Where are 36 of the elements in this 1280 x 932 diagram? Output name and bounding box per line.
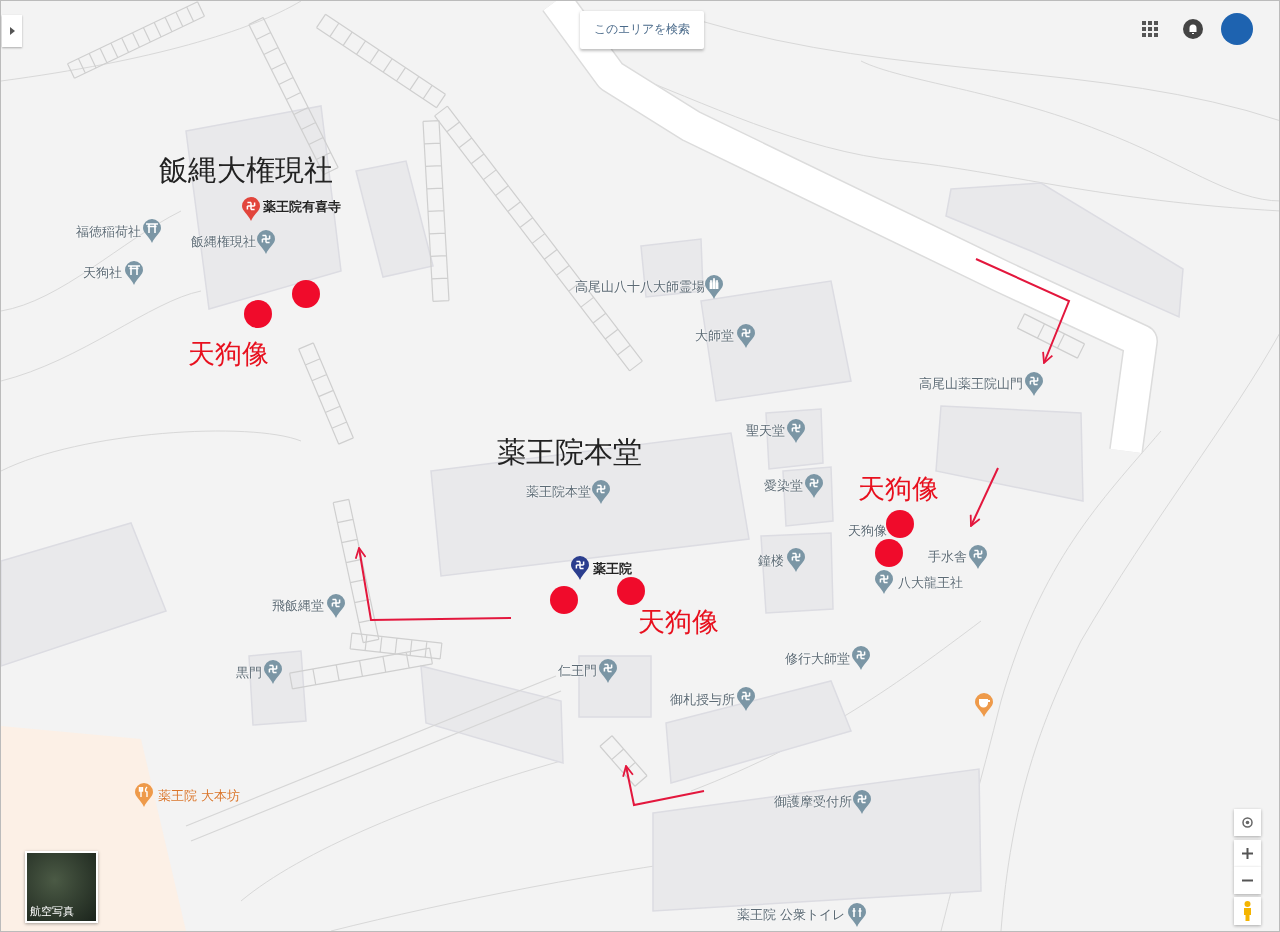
place-label: 愛染堂 [764,478,803,494]
statue-annotation: 天狗像 [188,338,269,370]
marker-dot [886,510,914,538]
place-label: 薬王院 大本坊 [158,788,240,804]
place-label: 薬王院有喜寺 [263,199,341,215]
map-type-label: 航空写真 [30,904,74,918]
place-label: 飯縄権現社 [191,234,256,250]
place-label: 薬王院 [593,561,632,577]
place-label: 薬王院 公衆トイレ [737,907,845,923]
place-label: 聖天堂 [746,423,785,439]
place-label: 大師堂 [695,328,734,344]
search-area-button: このエリアを検索 [580,11,704,49]
place-label: 手水舎 [928,549,967,565]
place-label: 仁王門 [558,663,597,679]
marker-dot [244,300,272,328]
place-label: 御護摩受付所 [774,794,852,810]
place-label: 八大龍王社 [898,575,963,591]
place-label: 御札授与所 [670,692,735,708]
marker-dot [617,577,645,605]
place-label: 薬王院本堂 [526,484,591,500]
statue-annotation: 天狗像 [638,606,719,638]
marker-dot [292,280,320,308]
statue-annotation: 天狗像 [858,473,939,505]
place-label: 飛飯縄堂 [272,598,324,614]
place-label: 高尾山八十八大師霊場 [575,279,705,295]
marker-dot [875,539,903,567]
place-label: 修行大師堂 [785,651,850,667]
place-label: 高尾山薬王院山門 [919,376,1023,392]
building-annotation: 飯縄大権現社 [159,154,333,188]
building-annotation: 薬王院本堂 [497,436,642,470]
marker-dot [550,586,578,614]
place-label: 天狗像 [848,523,887,539]
place-label: 天狗社 [83,265,122,281]
place-label: 黒門 [236,665,262,681]
place-label: 鐘楼 [758,553,784,569]
place-label: 福徳稲荷社 [76,224,141,240]
